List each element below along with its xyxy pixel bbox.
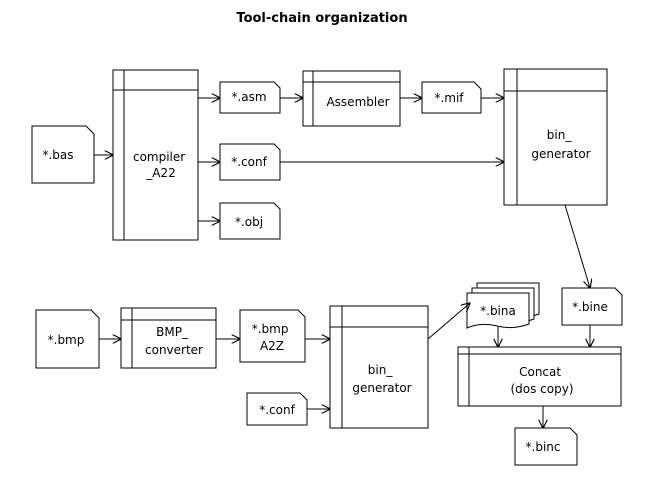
process-compiler-line1: compiler bbox=[133, 150, 185, 164]
file-conf-bottom-label: *.conf bbox=[259, 403, 295, 417]
process-compiler-line2: _A22 bbox=[145, 166, 175, 180]
process-bin-generator-bottom-label: bin_ generator bbox=[352, 363, 411, 395]
arrow-bingen-to-bine bbox=[564, 204, 590, 288]
process-compiler-label: compiler _A22 bbox=[133, 150, 189, 180]
process-concat: Concat (dos copy) bbox=[457, 346, 622, 407]
process-compiler: compiler _A22 bbox=[112, 69, 199, 241]
process-bin-generator-bottom-line2: generator bbox=[352, 381, 411, 395]
process-concat-line1: Concat bbox=[519, 365, 561, 379]
file-bmp-a2z-label: *.bmp A2Z bbox=[252, 322, 293, 353]
process-concat-label: Concat (dos copy) bbox=[510, 365, 573, 396]
file-mif: *.mif bbox=[421, 81, 482, 114]
file-mif-label: *.mif bbox=[434, 91, 464, 105]
file-bina-stack: *.bina bbox=[466, 282, 540, 329]
file-bmp-a2z-line1: *.bmp bbox=[252, 322, 289, 336]
file-conf-bottom: *.conf bbox=[246, 392, 308, 426]
file-bmp-a2z: *.bmp A2Z bbox=[239, 309, 306, 363]
file-bas: *.bas bbox=[31, 125, 95, 184]
process-bmp-converter-line2: converter bbox=[145, 343, 203, 357]
process-bin-generator-bottom-line1: bin_ bbox=[368, 363, 394, 377]
file-bmp: *.bmp bbox=[35, 309, 100, 369]
file-obj: *.obj bbox=[219, 202, 281, 240]
file-bina-label: *.bina bbox=[480, 304, 516, 318]
file-bas-label: *.bas bbox=[42, 148, 73, 162]
process-bin-generator-top-line2: generator bbox=[531, 147, 590, 161]
file-bine: *.bine bbox=[561, 287, 623, 326]
file-binc: *.binc bbox=[514, 427, 578, 466]
process-bin-generator-top: bin_ generator bbox=[503, 68, 608, 206]
file-bmp-label: *.bmp bbox=[48, 333, 85, 347]
arrow-bingen-to-bina bbox=[427, 303, 470, 340]
file-bmp-a2z-line2: A2Z bbox=[260, 339, 284, 353]
process-bin-generator-bottom: bin_ generator bbox=[329, 305, 429, 429]
process-bmp-converter-line1: BMP_ bbox=[156, 325, 189, 339]
process-bmp-converter-label: BMP_ converter bbox=[145, 325, 203, 357]
file-asm: *.asm bbox=[219, 81, 281, 114]
process-assembler-label: Assembler bbox=[326, 95, 389, 109]
process-bin-generator-top-line1: bin_ bbox=[547, 128, 573, 142]
file-conf-top-label: *.conf bbox=[231, 155, 267, 169]
process-bmp-converter: BMP_ converter bbox=[120, 307, 217, 369]
process-assembler: Assembler bbox=[302, 70, 401, 127]
file-obj-label: *.obj bbox=[235, 215, 263, 229]
diagram-title: Tool-chain organization bbox=[236, 11, 407, 26]
file-conf-top: *.conf bbox=[219, 143, 281, 181]
process-bin-generator-top-label: bin_ generator bbox=[531, 128, 590, 161]
file-binc-label: *.binc bbox=[526, 440, 561, 454]
file-asm-label: *.asm bbox=[231, 90, 266, 104]
file-bine-label: *.bine bbox=[572, 300, 608, 314]
process-concat-line2: (dos copy) bbox=[510, 382, 573, 396]
